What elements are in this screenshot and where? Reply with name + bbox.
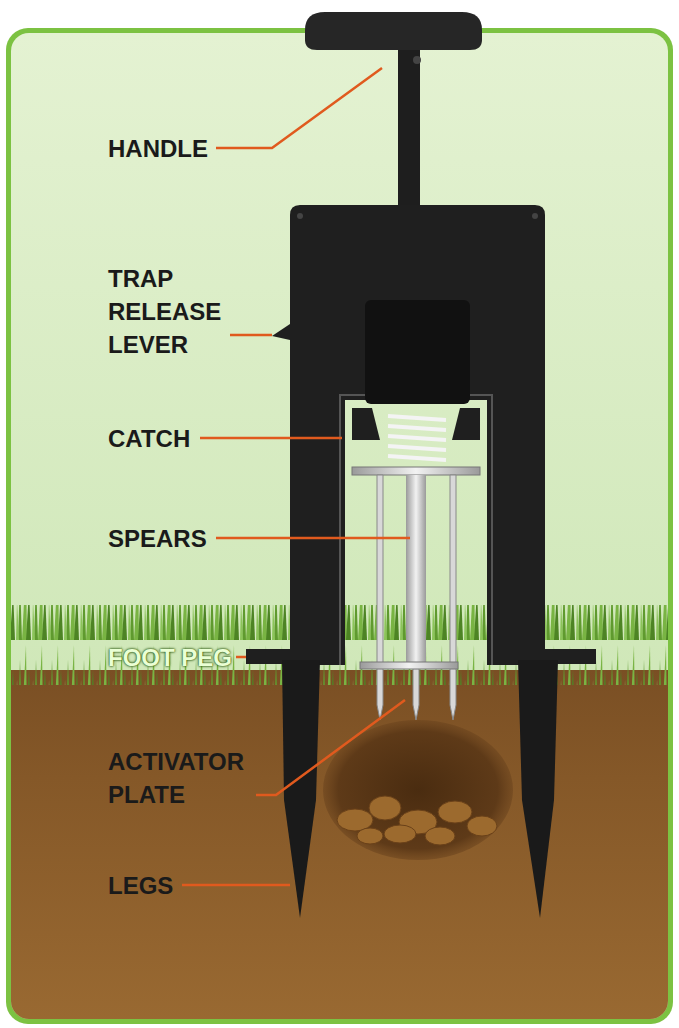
part-label: SPEARS xyxy=(108,522,207,555)
part-label: LEGS xyxy=(108,869,173,902)
part-label: TRAP RELEASE LEVER xyxy=(108,262,221,361)
part-label: ACTIVATOR PLATE xyxy=(108,745,244,811)
part-label: FOOT PEG xyxy=(108,641,232,674)
part-label: HANDLE xyxy=(108,132,208,165)
part-label: CATCH xyxy=(108,422,190,455)
